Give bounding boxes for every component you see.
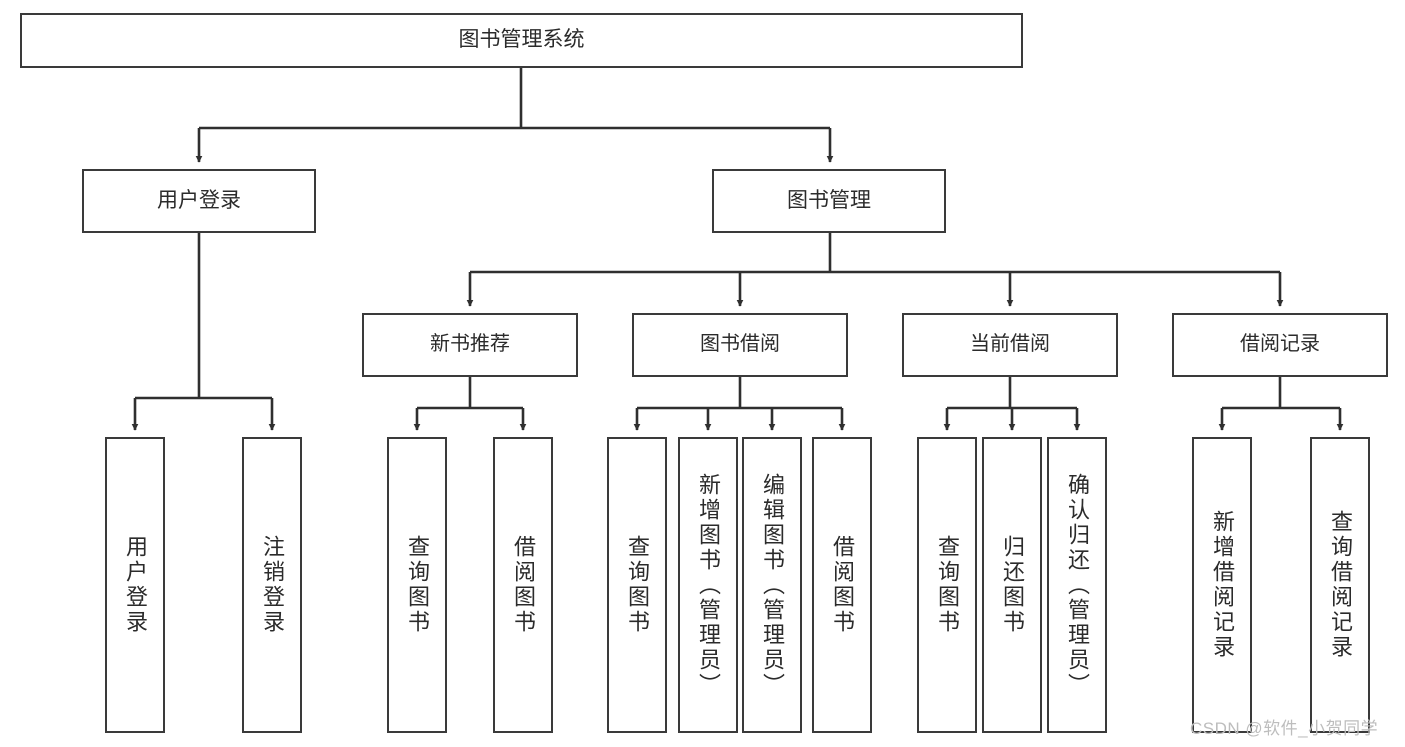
node-leaf-user-login[interactable]: 用户登录 [105,437,165,733]
node-leaf-confirm-return[interactable]: 确认归还（管理员） [1047,437,1107,733]
node-label: 图书管理 [787,188,871,212]
node-label: 归还图书 [1000,535,1025,635]
node-leaf-edit-book[interactable]: 编辑图书（管理员） [742,437,802,733]
node-label: 当前借阅 [970,333,1050,356]
node-leaf-borrow-book-2[interactable]: 借阅图书 [812,437,872,733]
node-book-manage[interactable]: 图书管理 [712,169,946,233]
node-root-system[interactable]: 图书管理系统 [20,13,1023,68]
node-label: 查询图书 [625,535,650,635]
node-label: 图书管理系统 [458,28,585,52]
node-leaf-query-book-2[interactable]: 查询图书 [607,437,667,733]
node-label: 查询借阅记录 [1328,510,1353,660]
node-leaf-logout-login[interactable]: 注销登录 [242,437,302,733]
node-leaf-query-book-3[interactable]: 查询图书 [917,437,977,733]
node-label: 用户登录 [123,535,148,635]
node-label: 查询图书 [405,535,430,635]
node-label: 新增借阅记录 [1210,510,1235,660]
node-borrow-record[interactable]: 借阅记录 [1172,313,1388,377]
node-leaf-borrow-book-1[interactable]: 借阅图书 [493,437,553,733]
node-book-borrow[interactable]: 图书借阅 [632,313,848,377]
node-label: 查询图书 [935,535,960,635]
node-label: 借阅记录 [1240,333,1320,356]
node-leaf-query-record[interactable]: 查询借阅记录 [1310,437,1370,733]
node-label: 新书推荐 [430,333,510,356]
node-user-login[interactable]: 用户登录 [82,169,316,233]
node-label: 借阅图书 [830,535,855,635]
node-label: 确认归还（管理员） [1065,472,1090,698]
node-label: 新增图书（管理员） [696,472,721,698]
node-label: 编辑图书（管理员） [760,472,785,698]
node-leaf-query-book-1[interactable]: 查询图书 [387,437,447,733]
node-label: 图书借阅 [700,333,780,356]
node-label: 借阅图书 [511,535,536,635]
watermark-text: CSDN @软件_小贺同学 [1190,719,1379,738]
node-new-book-recommend[interactable]: 新书推荐 [362,313,578,377]
node-leaf-add-book[interactable]: 新增图书（管理员） [678,437,738,733]
node-label: 用户登录 [157,188,241,212]
node-leaf-return-book[interactable]: 归还图书 [982,437,1042,733]
node-current-borrow[interactable]: 当前借阅 [902,313,1118,377]
node-label: 注销登录 [260,535,285,635]
node-leaf-add-record[interactable]: 新增借阅记录 [1192,437,1252,733]
